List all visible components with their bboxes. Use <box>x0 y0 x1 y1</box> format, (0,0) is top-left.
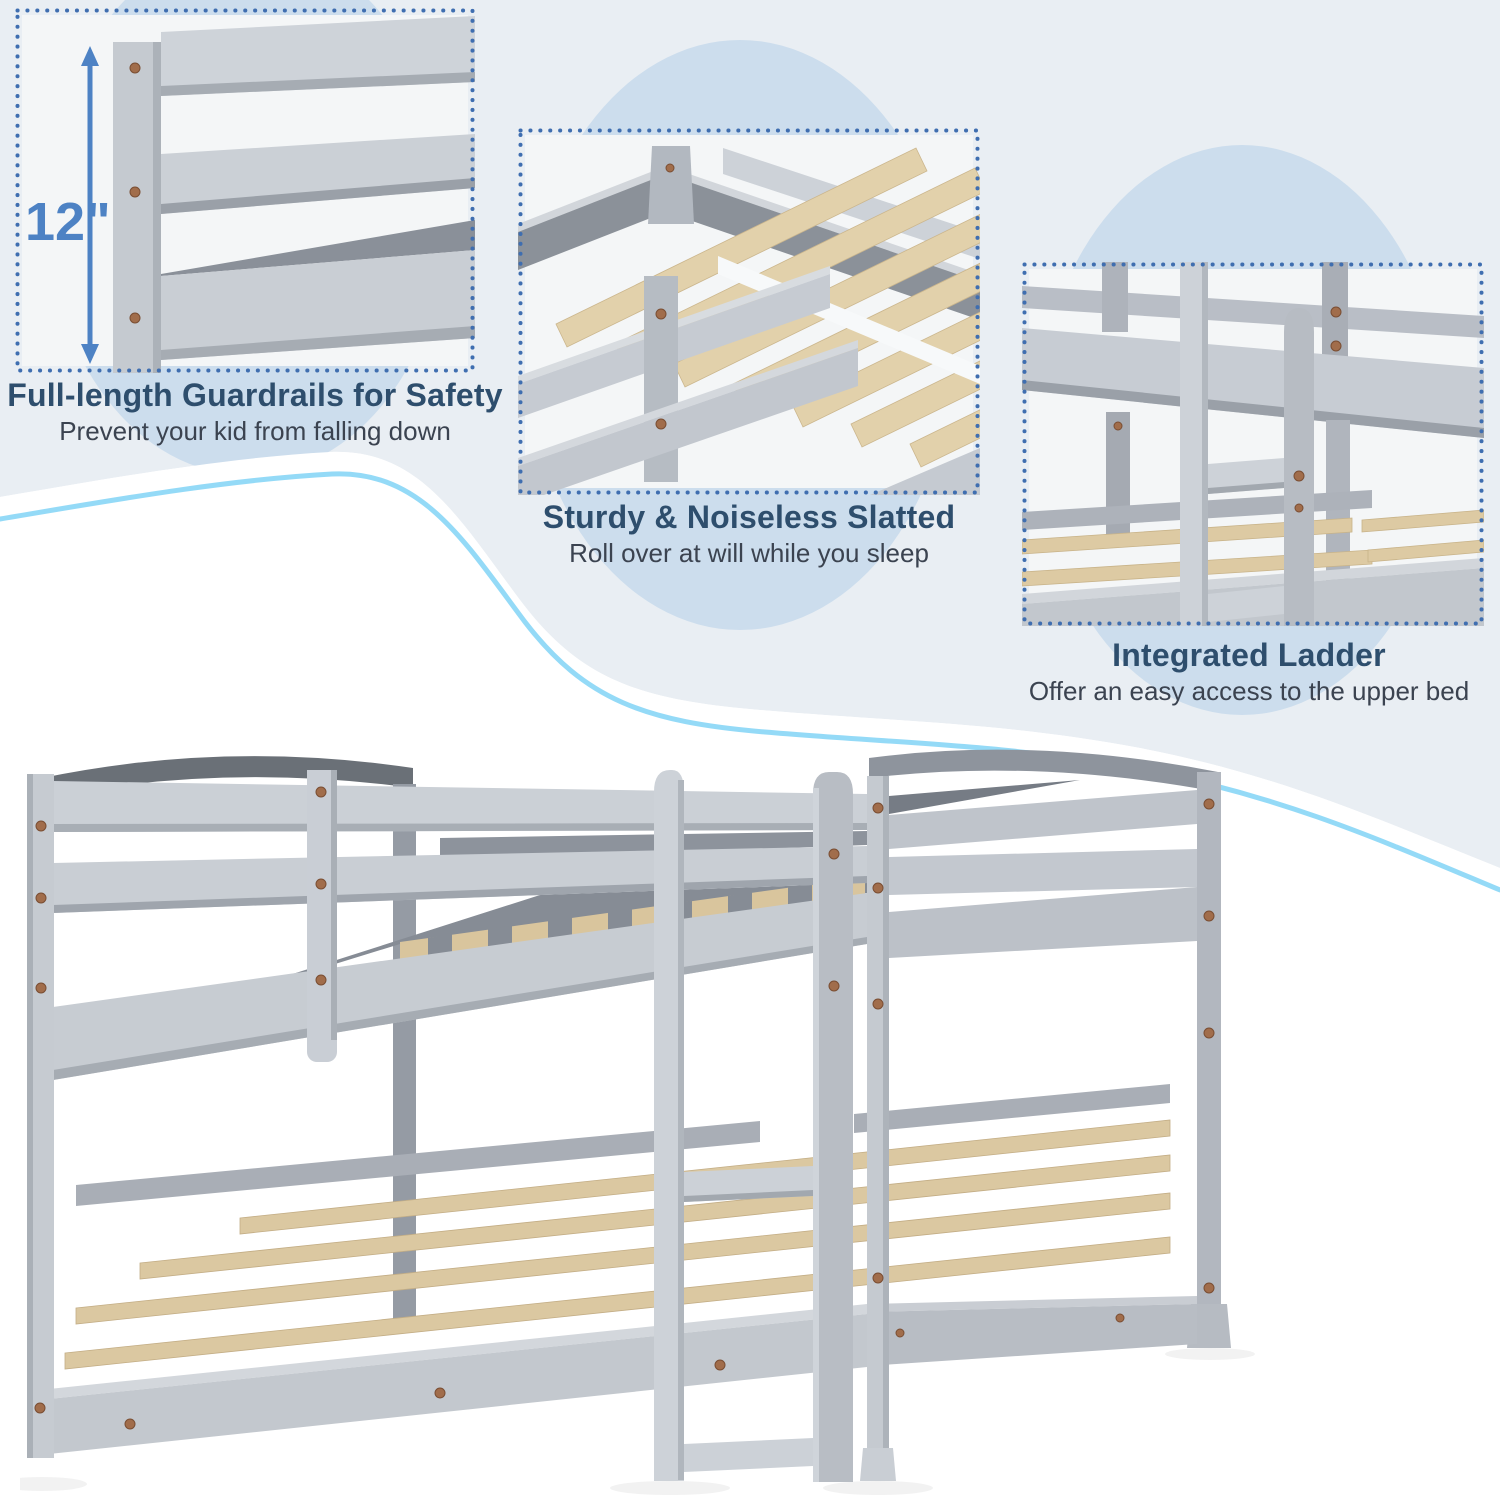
feature-callout-slats: Sturdy & Noiseless Slatted Roll over at … <box>494 499 1004 569</box>
front-guardrail <box>518 266 980 495</box>
feature-description: Offer an easy access to the upper bed <box>1028 675 1470 706</box>
screws <box>655 163 675 430</box>
upper-bunk-rails <box>1022 262 1484 438</box>
feature-title: Integrated Ladder <box>1112 637 1386 673</box>
integrated-ladder <box>654 770 853 1482</box>
ladder-detail-panel <box>1022 262 1484 626</box>
upper-bunk-guardrails <box>53 781 867 1080</box>
ladder-detail-image <box>1022 262 1484 626</box>
slats-detail-image <box>518 128 980 495</box>
slats-detail-panel <box>518 128 980 495</box>
guardrail-stile <box>307 770 337 1062</box>
dotted-border <box>15 8 475 373</box>
guardrail-detail-image: 12" <box>15 8 475 373</box>
dimension-arrow-icon <box>81 46 99 364</box>
guardrail-height-label: 12" <box>25 192 111 252</box>
left-front-post <box>27 774 54 1458</box>
feature-description: Roll over at will while you sleep <box>569 537 929 568</box>
feature-title: Sturdy & Noiseless Slatted <box>542 499 956 535</box>
bunk-bed-product-image <box>20 749 1255 1495</box>
accent-wave-line <box>0 471 1500 893</box>
screws <box>1113 306 1342 513</box>
lower-bunk-frame <box>49 1296 1197 1454</box>
ladder <box>1180 262 1314 626</box>
screws <box>129 62 141 324</box>
dotted-border <box>1022 262 1484 626</box>
feature-description: Prevent your kid from falling down <box>59 415 451 446</box>
dotted-border <box>518 128 980 495</box>
feature-title: Full-length Guardrails for Safety <box>7 377 503 413</box>
feature-callout-guardrails: Full-length Guardrails for Safety Preven… <box>0 377 510 447</box>
guardrail-detail-panel: 12" <box>15 8 475 373</box>
right-front-post <box>860 776 1215 1481</box>
footboard <box>869 749 1231 1348</box>
floor-shadow <box>20 1348 1255 1495</box>
feature-callout-ladder: Integrated Ladder Offer an easy access t… <box>994 637 1500 707</box>
headboard <box>42 756 416 1332</box>
